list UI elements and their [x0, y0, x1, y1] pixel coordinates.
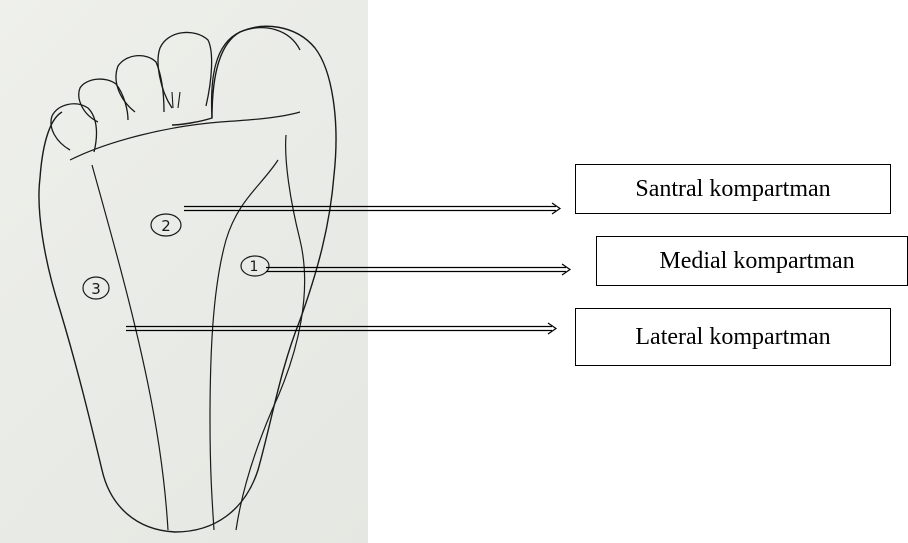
santral-label: Santral kompartman [635, 176, 830, 203]
arrow-lateral [126, 323, 556, 334]
lateral-label: Lateral kompartman [635, 324, 830, 351]
arrow-santral [184, 203, 560, 214]
medial-label-box: Medial kompartman [596, 236, 908, 286]
medial-label: Medial kompartman [659, 248, 854, 275]
lateral-label-box: Lateral kompartman [575, 308, 891, 366]
santral-label-box: Santral kompartman [575, 164, 891, 214]
arrow-medial [266, 264, 570, 275]
